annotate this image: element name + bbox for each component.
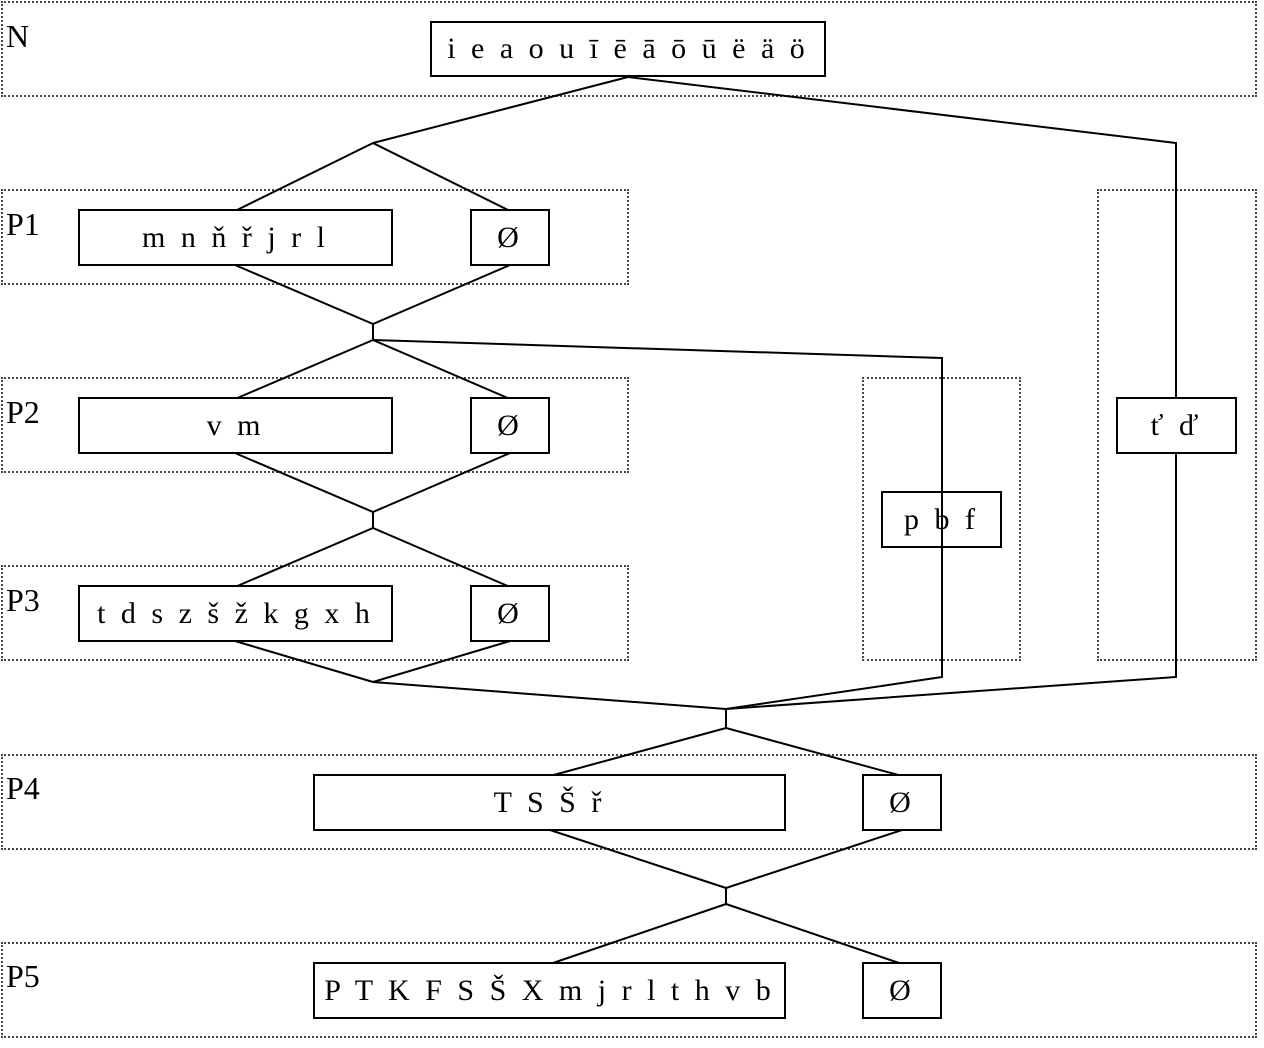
palatal-segments-box: ť ď — [1116, 397, 1237, 454]
region-p1 — [1, 189, 629, 285]
row-label-p5: P5 — [6, 958, 40, 994]
p2-segments-box: v m — [78, 397, 393, 454]
p1-empty-box: Ø — [470, 209, 550, 266]
p2-empty-box: Ø — [470, 397, 550, 454]
row-label-p1: P1 — [6, 206, 40, 242]
labial-segments-box: p b f — [881, 491, 1002, 548]
region-n — [1, 1, 1257, 97]
nucleus-vowels-box: i e a o u ī ē ā ō ū ë ä ö — [430, 21, 826, 77]
row-label-p2: P2 — [6, 394, 40, 430]
p4-segments-box: T S Š ř — [313, 774, 786, 831]
p4-empty-box: Ø — [862, 774, 942, 831]
region-p5 — [1, 942, 1257, 1038]
region-p3 — [1, 565, 629, 661]
p1-segments-box: m n ň ř j r l — [78, 209, 393, 266]
p5-segments-box: P T K F S Š X m j r l t h v b — [313, 962, 786, 1019]
region-p2 — [1, 377, 629, 473]
row-label-p4: P4 — [6, 770, 40, 806]
p3-segments-box: t d s z š ž k g x h — [78, 585, 393, 642]
p3-empty-box: Ø — [470, 585, 550, 642]
row-label-n: N — [6, 18, 30, 54]
row-label-p3: P3 — [6, 582, 40, 618]
p5-empty-box: Ø — [862, 962, 942, 1019]
